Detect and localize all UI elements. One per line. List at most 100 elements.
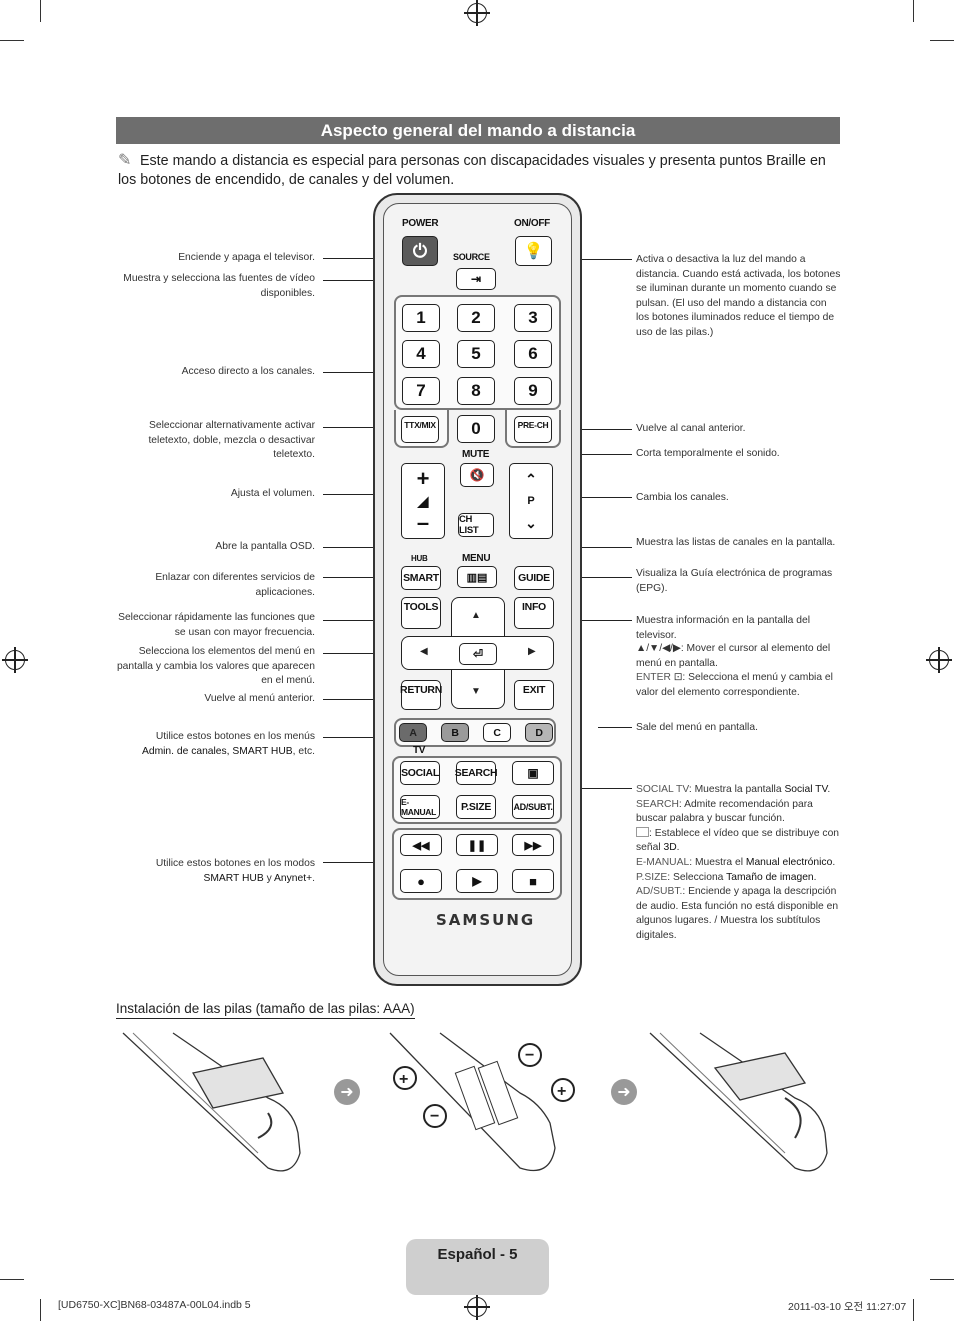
light-onoff-button[interactable]: 💡 (515, 236, 552, 266)
pause-button[interactable]: ❚❚ (456, 834, 498, 856)
volume-ramp-icon: ◢ (417, 493, 429, 509)
svg-text:−: − (525, 1047, 534, 1064)
ad-subt-button[interactable]: AD/SUBT. (512, 795, 554, 819)
crop-mark (930, 1279, 954, 1280)
color-c-button[interactable]: C (483, 723, 511, 742)
note-function-buttons: SOCIAL TV: Muestra la pantalla Social TV… (636, 784, 840, 941)
battery-step-2-illustration: + − − + (389, 1032, 575, 1172)
crop-mark (930, 40, 954, 41)
intro-note: ✎Este mando a distancia es especial para… (118, 151, 838, 190)
crop-mark (40, 0, 41, 22)
svg-text:−: − (430, 1108, 439, 1125)
smart-hub-button[interactable]: SMART (401, 566, 441, 590)
num-1-button[interactable]: 1 (402, 304, 440, 332)
color-a-button[interactable]: A (399, 723, 427, 742)
play-button[interactable]: ▶ (456, 869, 498, 893)
leader-line (323, 258, 401, 259)
source-label: SOURCE (453, 252, 490, 262)
channel-rocker[interactable]: ⌃P⌄ (509, 463, 553, 539)
crop-mark (913, 1299, 914, 1321)
volume-up-icon: + (416, 466, 430, 491)
svg-text:+: + (399, 1071, 408, 1088)
crop-mark (913, 0, 914, 22)
footer-box (406, 1239, 549, 1295)
leader-line (323, 737, 394, 738)
battery-step-1-illustration (122, 1032, 301, 1172)
crop-mark (40, 1299, 41, 1321)
num-8-button[interactable]: 8 (457, 377, 495, 405)
return-button[interactable]: RETURN (400, 680, 442, 710)
note-source: Muestra y selecciona las fuentes de víde… (123, 273, 315, 299)
note-navigate: Selecciona los elementos del menú en pan… (116, 646, 315, 687)
menu-button[interactable]: ▥▤ (457, 566, 497, 588)
record-button[interactable]: ● (400, 869, 442, 893)
leader-line (556, 429, 632, 430)
3d-button[interactable]: ▣ (512, 761, 554, 785)
dpad-down-button[interactable]: ▼ (471, 686, 481, 697)
volume-rocker[interactable]: +◢– (401, 463, 445, 539)
info-button[interactable]: INFO (514, 597, 554, 629)
leader-line (323, 699, 401, 700)
note-volume: Ajusta el volumen. (230, 488, 315, 499)
num-3-button[interactable]: 3 (514, 304, 552, 332)
leader-line (323, 620, 401, 621)
leader-line (323, 427, 401, 428)
num-7-button[interactable]: 7 (402, 377, 440, 405)
dpad-left-button[interactable]: ◀ (420, 646, 428, 657)
num-5-button[interactable]: 5 (457, 340, 495, 368)
tools-button[interactable]: TOOLS (401, 597, 441, 629)
dpad-up-button[interactable]: ▲ (471, 610, 481, 621)
note-exit: Sale del menú en pantalla. (636, 722, 758, 733)
leader-line (323, 372, 396, 373)
p-size-button[interactable]: P.SIZE (456, 795, 496, 819)
registration-mark-icon (464, 0, 490, 26)
search-button[interactable]: SEARCH (455, 761, 498, 785)
enter-button[interactable]: ⏎ (459, 643, 497, 665)
social-tv-button[interactable]: SOCIAL (400, 761, 440, 785)
note-tools: Seleccionar rápidamente las funciones qu… (118, 612, 315, 638)
chlist-button[interactable]: CH LIST (458, 513, 494, 537)
prech-button[interactable]: PRE-CH (514, 416, 552, 443)
e-manual-button[interactable]: E-MANUAL (400, 795, 440, 819)
enter-icon: ⏎ (472, 647, 484, 661)
arrow-keys-icon: ▲/▼/◀/▶ (636, 643, 681, 654)
power-icon: ⏻ (412, 240, 428, 261)
power-button[interactable]: ⏻ (402, 236, 438, 266)
dpad-right-button[interactable]: ▶ (528, 646, 536, 657)
stop-button[interactable]: ■ (512, 869, 554, 893)
next-step-arrow-icon: ➜ (334, 1079, 360, 1105)
hub-label: HUB (411, 554, 428, 563)
note-ttx: Seleccionar alternativamente activar tel… (148, 420, 315, 461)
num-6-button[interactable]: 6 (514, 340, 552, 368)
fast-forward-button[interactable]: ▶▶ (512, 834, 554, 856)
color-b-button[interactable]: B (441, 723, 469, 742)
samsung-logo: SAMSUNG (436, 911, 536, 929)
num-4-button[interactable]: 4 (402, 340, 440, 368)
source-icon: ⇥ (470, 272, 482, 286)
guide-button[interactable]: GUIDE (514, 566, 554, 590)
mute-button[interactable]: 🔇 (460, 463, 494, 487)
num-0-button[interactable]: 0 (457, 415, 495, 443)
num-2-button[interactable]: 2 (457, 304, 495, 332)
num-9-button[interactable]: 9 (514, 377, 552, 405)
record-icon: ● (417, 873, 425, 889)
note-guide: Visualiza la Guía electrónica de program… (636, 568, 833, 594)
leader-line (562, 788, 632, 789)
rewind-button[interactable]: ◀◀ (400, 834, 442, 856)
note-info: Muestra información en la pantalla del t… (636, 615, 811, 641)
ttx-mix-button[interactable]: TTX/MIX (401, 416, 439, 443)
note-prech: Vuelve al canal anterior. (636, 423, 746, 434)
source-button[interactable]: ⇥ (456, 268, 496, 290)
3d-icon (636, 826, 649, 837)
note-light: Activa o desactiva la luz del mando a di… (636, 254, 841, 338)
battery-title: Instalación de las pilas (tamaño de las … (116, 1001, 415, 1019)
mute-icon: 🔇 (469, 468, 485, 482)
color-d-button[interactable]: D (525, 723, 553, 742)
3d-icon: ▣ (527, 766, 539, 780)
power-label: POWER (402, 218, 439, 229)
svg-text:+: + (557, 1083, 566, 1100)
exit-button[interactable]: EXIT (514, 680, 554, 710)
mute-label: MUTE (462, 449, 490, 460)
note-return: Vuelve al menú anterior. (204, 693, 315, 704)
